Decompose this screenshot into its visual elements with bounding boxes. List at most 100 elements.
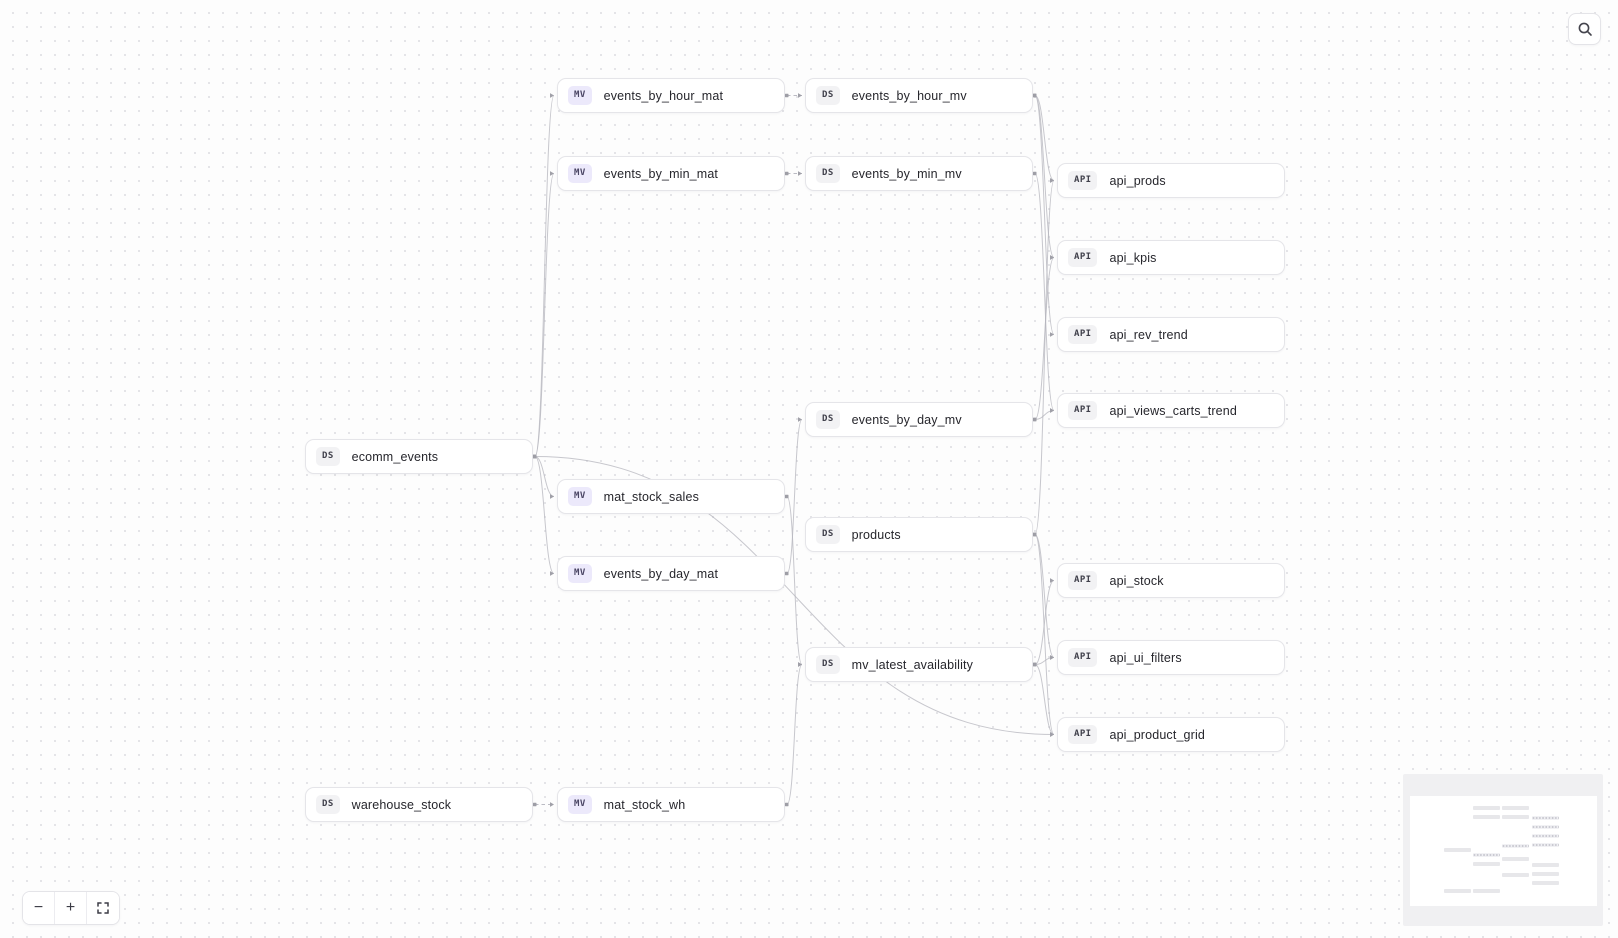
minimap-node-api_rev_trend xyxy=(1531,834,1559,839)
node-label: products xyxy=(851,527,901,542)
node-label: mat_stock_wh xyxy=(603,797,686,812)
edge-products-to-api_prods xyxy=(1034,180,1055,535)
edge-source-handle xyxy=(1033,171,1037,176)
edge-source-handle xyxy=(533,802,537,807)
minimap-node-events_by_day_mv xyxy=(1502,844,1530,849)
node-type-badge: DS xyxy=(816,525,840,544)
node-type-badge: API xyxy=(1068,325,1098,344)
node-type-badge: MV xyxy=(568,164,592,183)
minimap-node-api_views_carts_trend xyxy=(1531,842,1559,847)
graph-node-events_by_day_mat[interactable]: MV events_by_day_mat xyxy=(557,556,785,591)
node-label: api_kpis xyxy=(1109,250,1157,265)
minimap-node-events_by_day_mat xyxy=(1473,862,1501,867)
node-label: events_by_min_mat xyxy=(603,166,719,181)
edge-target-arrow xyxy=(1050,732,1054,737)
node-label: mat_stock_sales xyxy=(603,489,699,504)
edge-source-handle xyxy=(785,494,789,499)
node-label: mv_latest_availability xyxy=(851,657,974,672)
edge-target-arrow xyxy=(1050,655,1054,660)
search-icon xyxy=(1578,22,1592,36)
node-label: events_by_hour_mat xyxy=(603,88,724,103)
edge-mv_latest_availability-to-api_product_grid xyxy=(1034,664,1055,735)
minimap-viewport xyxy=(1410,796,1597,906)
node-type-badge: API xyxy=(1068,248,1098,267)
node-type-badge: API xyxy=(1068,571,1098,590)
node-type-badge: MV xyxy=(568,487,592,506)
edge-events_by_hour_mv-to-api_rev_trend xyxy=(1034,95,1055,335)
edge-target-arrow xyxy=(550,93,554,98)
minimap-node-mat_stock_wh xyxy=(1473,889,1501,894)
edge-target-arrow xyxy=(798,417,802,422)
fullscreen-icon xyxy=(97,902,109,914)
graph-node-ecomm_events[interactable]: DS ecomm_events xyxy=(305,439,533,474)
minimap-node-mat_stock_sales xyxy=(1473,853,1501,858)
node-label: api_views_carts_trend xyxy=(1109,403,1237,418)
minimap-node-api_kpis xyxy=(1531,825,1559,830)
graph-node-products[interactable]: DS products xyxy=(805,517,1033,552)
search-button[interactable] xyxy=(1568,13,1601,45)
edge-source-handle xyxy=(1033,417,1037,422)
node-label: events_by_hour_mv xyxy=(851,88,967,103)
graph-node-api_kpis[interactable]: API api_kpis xyxy=(1057,240,1285,275)
node-type-badge: DS xyxy=(816,164,840,183)
edge-ecomm_events-to-mat_stock_sales xyxy=(534,456,555,497)
node-type-badge: API xyxy=(1068,401,1098,420)
minimap-node-events_by_min_mat xyxy=(1473,815,1501,820)
node-type-badge: API xyxy=(1068,648,1098,667)
node-type-badge: MV xyxy=(568,564,592,583)
edge-source-handle xyxy=(533,454,537,459)
minimap[interactable] xyxy=(1403,774,1603,926)
fit-view-button[interactable] xyxy=(87,892,119,924)
edge-target-arrow xyxy=(1050,332,1054,337)
edge-mat_stock_sales-to-mv_latest_availability xyxy=(786,496,803,665)
minimap-node-ecomm_events xyxy=(1443,848,1471,853)
edge-events_by_day_mv-to-api_kpis xyxy=(1034,257,1055,420)
edge-mat_stock_wh-to-mv_latest_availability xyxy=(786,664,803,805)
graph-node-mat_stock_wh[interactable]: MV mat_stock_wh xyxy=(557,787,785,822)
edge-target-arrow xyxy=(550,171,554,176)
edge-target-arrow xyxy=(550,571,554,576)
edge-source-handle xyxy=(785,93,789,98)
graph-node-events_by_min_mat[interactable]: MV events_by_min_mat xyxy=(557,156,785,191)
minimap-node-products xyxy=(1502,857,1530,862)
edge-source-handle xyxy=(1033,93,1037,98)
node-type-badge: MV xyxy=(568,795,592,814)
graph-node-mat_stock_sales[interactable]: MV mat_stock_sales xyxy=(557,479,785,514)
node-label: warehouse_stock xyxy=(351,797,452,812)
node-label: api_prods xyxy=(1109,173,1166,188)
node-type-badge: DS xyxy=(316,447,340,466)
edge-target-arrow xyxy=(550,494,554,499)
edge-target-arrow xyxy=(798,662,802,667)
edge-ecomm_events-to-events_by_hour_mat xyxy=(534,95,555,457)
minimap-node-events_by_min_mv xyxy=(1502,815,1530,820)
edge-events_by_day_mat-to-events_by_day_mv xyxy=(786,419,803,574)
edge-target-arrow xyxy=(550,802,554,807)
edge-source-handle xyxy=(785,171,789,176)
edge-events_by_min_mv-to-api_views_carts_trend xyxy=(1034,173,1055,411)
minimap-node-events_by_hour_mat xyxy=(1473,806,1501,811)
zoom-out-button[interactable]: − xyxy=(23,892,55,924)
node-label: api_ui_filters xyxy=(1109,650,1182,665)
zoom-in-button[interactable]: + xyxy=(55,892,87,924)
node-label: api_product_grid xyxy=(1109,727,1205,742)
edge-mv_latest_availability-to-api_stock xyxy=(1034,580,1055,665)
graph-node-api_ui_filters[interactable]: API api_ui_filters xyxy=(1057,640,1285,675)
graph-node-api_views_carts_trend[interactable]: API api_views_carts_trend xyxy=(1057,393,1285,428)
node-label: events_by_day_mat xyxy=(603,566,719,581)
minimap-node-events_by_hour_mv xyxy=(1502,806,1530,811)
node-label: ecomm_events xyxy=(351,449,439,464)
edge-target-arrow xyxy=(1050,408,1054,413)
minimap-node-api_stock xyxy=(1531,862,1559,867)
